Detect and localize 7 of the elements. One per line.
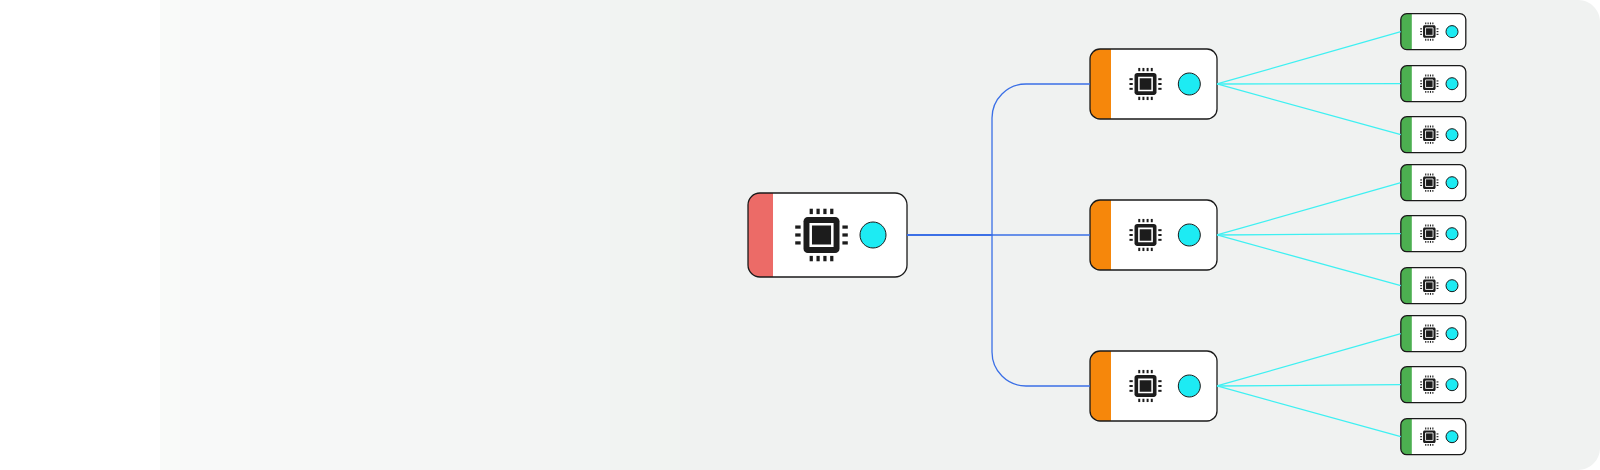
connector-line	[1216, 234, 1402, 287]
connector-line	[1216, 233, 1402, 236]
connector-line	[1216, 384, 1402, 387]
connector-line	[1216, 83, 1402, 85]
connector-line	[1216, 385, 1402, 438]
connector-line	[1216, 83, 1402, 136]
connector-line	[906, 234, 1091, 387]
